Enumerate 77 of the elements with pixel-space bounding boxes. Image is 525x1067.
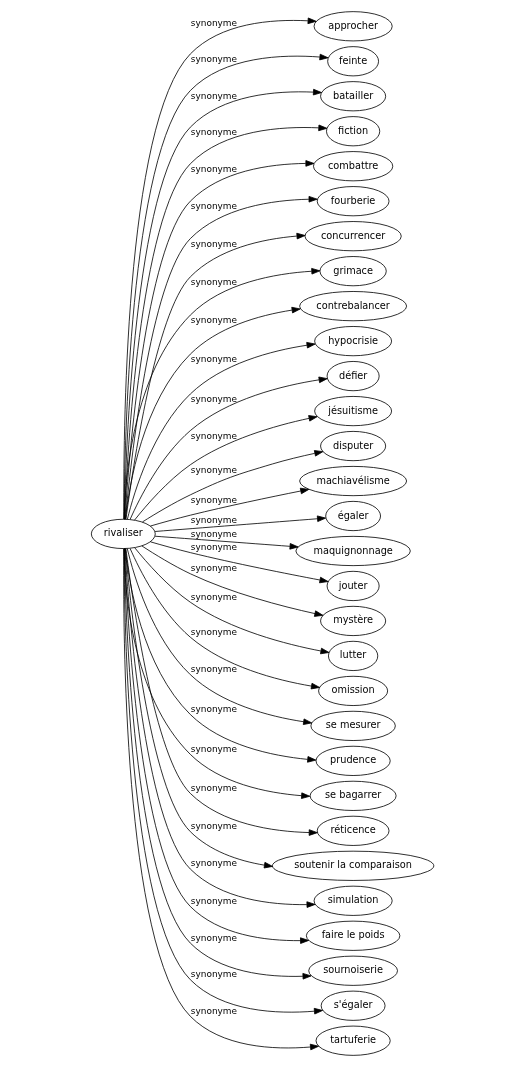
- edge-label: synonyme: [190, 1005, 238, 1016]
- arrow: [141, 545, 324, 617]
- edge-label: synonyme: [190, 354, 238, 365]
- edge-label: synonyme: [190, 529, 238, 539]
- edge-label: synonyme: [190, 464, 238, 475]
- node-ellipse: concurrencer: [304, 221, 402, 252]
- node-ellipse: sournoiserie: [308, 955, 398, 986]
- edge-label: synonyme: [190, 821, 238, 832]
- arrow: [125, 306, 301, 520]
- edge-label: synonyme: [190, 932, 238, 943]
- node-ellipse: fiction: [326, 116, 381, 147]
- node-ellipse: jouter: [326, 570, 380, 601]
- node-ellipse: simulation: [313, 885, 393, 916]
- node-ellipse: approcher: [313, 11, 393, 42]
- node-ellipse: grimace: [319, 256, 387, 287]
- arrow: [134, 415, 318, 521]
- node-ellipse: hypocrisie: [314, 326, 392, 357]
- node-ellipse: combattre: [313, 151, 394, 182]
- edge-label: synonyme: [190, 201, 238, 212]
- arrow: [126, 548, 313, 725]
- edge-label: synonyme: [190, 90, 238, 101]
- node-ellipse: mystère: [320, 605, 387, 636]
- arrow: [129, 376, 328, 520]
- arrow: [125, 548, 318, 836]
- arrow: [150, 487, 310, 527]
- edge-label: synonyme: [190, 782, 238, 793]
- edge-label: synonyme: [190, 18, 238, 29]
- arrow: [129, 548, 320, 690]
- node-ellipse: tartuferie: [315, 1025, 391, 1056]
- arrow: [125, 232, 306, 520]
- edge-label: synonyme: [190, 494, 238, 505]
- node-ellipse: batailler: [320, 81, 387, 112]
- edge-label: synonyme: [190, 969, 238, 980]
- edge-label: synonyme: [190, 703, 238, 714]
- edge-label: synonyme: [190, 664, 238, 675]
- node-ellipse: rivaliser: [90, 518, 156, 549]
- edge-label: synonyme: [190, 626, 238, 637]
- node-ellipse: lutter: [328, 640, 379, 671]
- node-ellipse: égaler: [325, 500, 381, 532]
- arrow: [154, 515, 327, 532]
- edge-label: synonyme: [190, 515, 238, 526]
- edge-label: synonyme: [190, 591, 238, 602]
- edge-label: synonyme: [190, 53, 238, 64]
- edge-label: synonyme: [190, 238, 238, 249]
- node-ellipse: soutenir la comparaison: [272, 850, 435, 881]
- edge-label: synonyme: [190, 743, 238, 754]
- edge-label: synonyme: [190, 542, 238, 553]
- arrow: [142, 450, 324, 523]
- node-ellipse: contrebalancer: [299, 291, 407, 322]
- edge-label: synonyme: [190, 393, 238, 404]
- node-ellipse: se bagarrer: [309, 780, 397, 811]
- edge-label: synonyme: [190, 430, 238, 441]
- node-ellipse: réticence: [316, 815, 390, 846]
- edge-label: synonyme: [190, 276, 238, 287]
- arrow: [134, 547, 330, 655]
- node-ellipse: fourberie: [316, 186, 390, 217]
- node-ellipse: s'égaler: [320, 990, 386, 1021]
- arrow: [124, 548, 317, 763]
- node-ellipse: se mesurer: [310, 710, 396, 741]
- edge-label: synonyme: [190, 858, 238, 869]
- node-ellipse: prudence: [315, 745, 391, 776]
- node-ellipse: faire le poids: [305, 920, 401, 951]
- node-ellipse: omission: [318, 675, 389, 706]
- node-ellipse: feinte: [327, 46, 379, 77]
- arrow: [154, 535, 299, 550]
- arrow: [123, 268, 321, 520]
- node-ellipse: disputer: [320, 431, 387, 462]
- edge-label: synonyme: [190, 163, 238, 174]
- edge-label: synonyme: [190, 895, 238, 906]
- edge-label: synonyme: [190, 563, 238, 574]
- edge-label: synonyme: [190, 127, 238, 138]
- node-ellipse: maquignonnage: [295, 535, 411, 567]
- arrow: [150, 541, 329, 584]
- arrow: [126, 341, 316, 520]
- edge-label: synonyme: [190, 315, 238, 326]
- node-ellipse: jésuitisme: [314, 396, 392, 427]
- node-ellipse: défier: [326, 361, 380, 392]
